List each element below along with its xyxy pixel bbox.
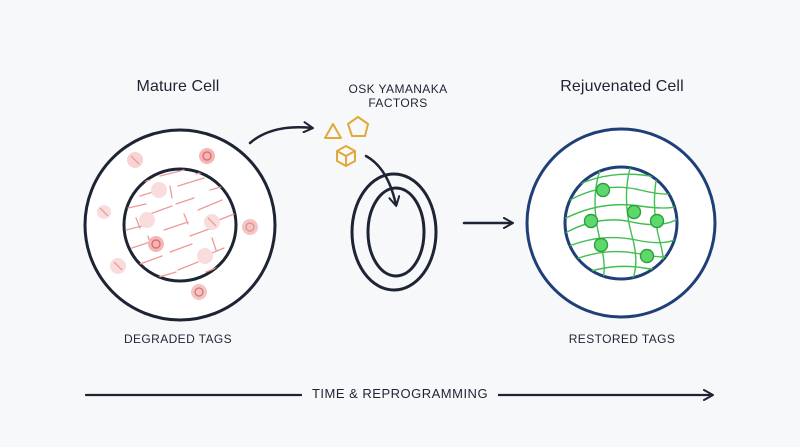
mature-cell-title: Mature Cell (136, 78, 220, 95)
degraded-tag (242, 219, 258, 235)
degraded-tag (151, 182, 167, 198)
reprogramming-cell (350, 172, 438, 292)
reprogramming-inner-ring (366, 186, 426, 278)
arrow-into-cell (364, 154, 401, 207)
degraded-tag (197, 248, 213, 264)
mature-cell (83, 128, 277, 322)
restored-tags (583, 182, 665, 264)
restored-tag (649, 213, 665, 229)
restored-tag (639, 248, 655, 264)
restored-tag (593, 237, 609, 253)
factor-triangle-icon (324, 123, 342, 139)
osk-factors-label-line1: OSK YAMANAKA (348, 82, 448, 96)
restored-tag (583, 213, 599, 229)
arrow-to-factors (248, 121, 314, 145)
degraded-tag (199, 148, 215, 164)
factor-pentagon-icon (347, 116, 369, 137)
degraded-tag (148, 236, 164, 252)
factor-cube-icon (336, 145, 356, 167)
restored-tag (626, 204, 642, 220)
timeline-label: TIME & REPROGRAMMING (301, 386, 499, 401)
degraded-tag (191, 284, 207, 300)
degraded-tag (139, 212, 155, 228)
degraded-tags-caption: DEGRADED TAGS (123, 332, 233, 346)
rejuvenated-cell-title: Rejuvenated Cell (560, 78, 684, 95)
restored-tag (595, 182, 611, 198)
rejuvenated-cell (525, 127, 717, 319)
restored-tags-caption: RESTORED TAGS (568, 332, 676, 346)
osk-factors-label-line2: FACTORS (368, 96, 428, 110)
degraded-tags (97, 148, 258, 300)
reprogramming-outer-ring (350, 172, 438, 292)
osk-factors (324, 116, 369, 167)
